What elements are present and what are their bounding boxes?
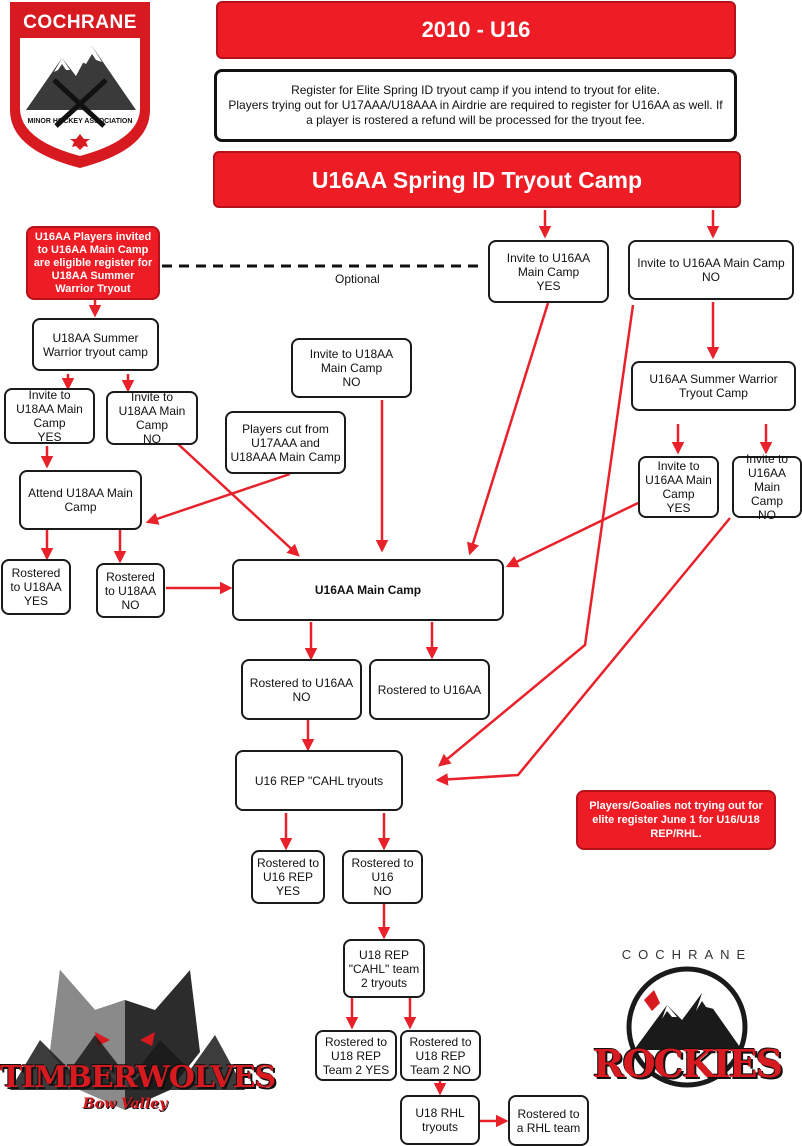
cochrane-logo-ring-text: MINOR HOCKEY ASSOCIATION: [27, 118, 133, 125]
node-u16aa-summer: U16AA Summer Warrior Tryout Camp: [631, 361, 796, 411]
rockies-name: ROCKIES: [592, 1041, 783, 1086]
page-title: 2010 - U16: [216, 1, 736, 59]
node-rostered-u16aa-no: Rostered to U16AA NO: [241, 659, 362, 720]
node-invite-u18aa-no: Invite to U18AA Main Camp NO: [106, 390, 198, 446]
node-rostered-u16-no: Rostered to U16 NO: [342, 850, 423, 904]
node-invite-u16aa-no: Invite to U16AA Main Camp NO: [628, 240, 794, 300]
node-u18aa-summer: U18AA Summer Warrior tryout camp: [32, 318, 159, 371]
rockies-top-text: COCHRANE: [621, 947, 753, 962]
node-u18-rep-team2: U18 REP "CAHL" team 2 tryouts: [343, 939, 425, 998]
node-players-cut: Players cut from U17AAA and U18AAA Main …: [225, 411, 346, 474]
note-not-elite: Players/Goalies not trying out for elite…: [576, 790, 776, 850]
optional-label: Optional: [335, 272, 380, 286]
arrow-main-no-to-rep: [435, 517, 731, 786]
node-rostered-u16aa: Rostered to U16AA: [369, 659, 490, 720]
node-rostered-u16rep-yes: Rostered to U16 REP YES: [251, 850, 325, 904]
arrow-invite-yes-to-main: [467, 302, 550, 556]
node-u16aa-main-camp: U16AA Main Camp: [232, 559, 504, 621]
arrow-u18aa-no-to-main: [177, 443, 300, 557]
arrow-invite-no-to-rep: [438, 304, 635, 767]
node-invite-u16aa-main-yes: Invite to U16AA Main Camp YES: [638, 456, 719, 518]
note-u16aa-invited: U16AA Players invited to U16AA Main Camp…: [26, 226, 160, 300]
node-rostered-u18rep-t2-no: Rostered to U18 REP Team 2 NO: [400, 1030, 481, 1081]
node-invite-u18aa-yes: Invite to U18AA Main Camp YES: [4, 388, 95, 444]
node-rostered-rhl: Rostered to a RHL team: [508, 1095, 589, 1146]
node-rostered-u18rep-t2-yes: Rostered to U18 REP Team 2 YES: [315, 1030, 397, 1081]
node-u16-rep-tryouts: U16 REP "CAHL tryouts: [235, 750, 403, 811]
node-invite-u16aa-yes: Invite to U16AA Main Camp YES: [488, 240, 609, 303]
timberwolves-sub: Bow Valley: [82, 1096, 168, 1112]
node-u18-rhl-tryouts: U18 RHL tryouts: [400, 1095, 480, 1145]
node-rostered-u18aa-yes: Rostered to U18AA YES: [1, 559, 71, 615]
node-attend-u18aa: Attend U18AA Main Camp: [19, 470, 142, 530]
timberwolves-logo: TIMBERWOLVES Bow Valley: [0, 940, 276, 1140]
spring-camp-title: U16AA Spring ID Tryout Camp: [213, 151, 741, 208]
cochrane-rockies-logo: COCHRANE ROCKIES: [582, 945, 792, 1105]
node-invite-u18aa-no-b: Invite to U18AA Main Camp NO: [291, 338, 412, 398]
cochrane-logo-top-text: COCHRANE: [23, 12, 137, 33]
timberwolves-name: TIMBERWOLVES: [0, 1060, 276, 1095]
cochrane-minor-hockey-logo: COCHRANE MINOR HOCKEY ASSOCIATION: [4, 0, 156, 170]
arrow-main-yes-to-main-camp: [505, 501, 639, 568]
node-invite-u16aa-main-no: Invite to U16AA Main Camp NO: [732, 452, 802, 522]
node-rostered-u18aa-no: Rostered to U18AA NO: [96, 563, 165, 618]
arrow-cut-to-attend: [145, 472, 291, 525]
info-box: Register for Elite Spring ID tryout camp…: [214, 69, 737, 142]
